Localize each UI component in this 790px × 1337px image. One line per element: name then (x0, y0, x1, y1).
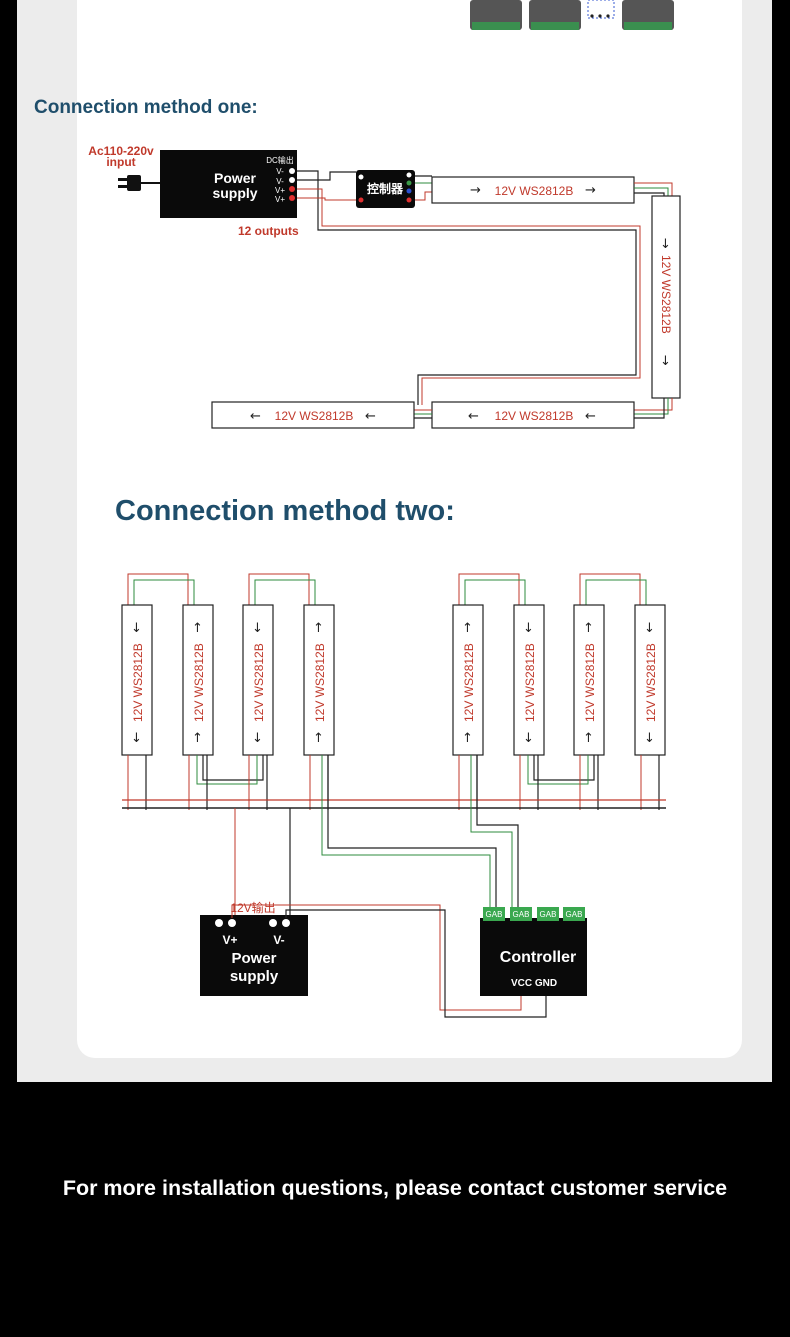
terminal-vminus: V- (273, 933, 284, 947)
svg-text:←: ← (250, 409, 261, 424)
terminal-4: V+ (275, 195, 285, 204)
svg-text:←: ← (468, 409, 479, 424)
strip-b2-label: 12V WS2812B (523, 643, 537, 722)
svg-text:supply: supply (230, 968, 279, 985)
outputs-label: 12 outputs (238, 224, 299, 238)
svg-text:supply: supply (212, 185, 257, 201)
svg-text:↓: ↓ (660, 354, 671, 369)
method-two-diagram: ↓ ↓ ↑ ↑ ↓ ↓ ↑ ↑ ↑ ↑ ↓ ↓ ↑ ↑ ↓ ↓ 12V WS2812B 12V … (121, 573, 666, 1018)
terminal-3: V+ (275, 186, 285, 195)
svg-text:↓: ↓ (131, 731, 142, 746)
led-strip-b2 (513, 604, 545, 756)
controller-label: 控制器 (367, 181, 404, 196)
strip-1-label: 12V WS2812B (495, 184, 574, 198)
controller-units-image (470, 0, 674, 30)
svg-text:←: ← (585, 409, 596, 424)
terminal-vplus: V+ (222, 933, 237, 947)
svg-text:↓: ↓ (644, 731, 655, 746)
dc-output-label: DC输出 (266, 155, 294, 165)
ac-input-label-2: input (106, 155, 135, 169)
led-strip-1 (431, 176, 635, 204)
power-supply-box (160, 150, 297, 218)
strip-4-label: 12V WS2812B (275, 409, 354, 423)
power-supply-box-2 (200, 915, 308, 996)
svg-text:↓: ↓ (523, 621, 534, 636)
terminal-2: V- (276, 177, 284, 186)
svg-text:Power: Power (231, 950, 276, 967)
svg-text:Power: Power (214, 170, 257, 186)
svg-text:↓: ↓ (252, 621, 263, 636)
svg-text:↑: ↑ (583, 731, 594, 746)
svg-text:↑: ↑ (192, 621, 203, 636)
svg-text:→: → (470, 183, 481, 198)
port-1-label: GAB (486, 910, 503, 919)
led-strip-4 (211, 401, 415, 429)
svg-text:↑: ↑ (192, 731, 203, 746)
svg-text:←: ← (365, 409, 376, 424)
port-3-label: GAB (540, 910, 557, 919)
led-strip-a4 (303, 604, 335, 756)
strip-a4-label: 12V WS2812B (313, 643, 327, 722)
strip-b1-label: 12V WS2812B (462, 643, 476, 722)
controller-pins: VCC GND (511, 978, 557, 989)
led-strip-3 (431, 401, 635, 429)
output-12v-label: 12V输出 (230, 900, 275, 915)
controller-ports (483, 907, 585, 921)
controller-label-2: Controller (500, 949, 576, 966)
svg-text:↑: ↑ (313, 731, 324, 746)
svg-text:↓: ↓ (252, 731, 263, 746)
led-strip-a1 (121, 604, 153, 756)
led-strip-b3 (573, 604, 605, 756)
svg-text:↓: ↓ (644, 621, 655, 636)
led-strip-2 (651, 195, 681, 399)
footer-note: For more installation questions, please … (62, 1176, 728, 1200)
method-one-heading: Connection method one: (34, 97, 258, 118)
port-2-label: GAB (513, 910, 530, 919)
svg-text:↑: ↑ (313, 621, 324, 636)
plug-icon (118, 175, 160, 191)
top-wires (127, 573, 647, 605)
led-strip-b4 (634, 604, 666, 756)
strip-3-label: 12V WS2812B (495, 409, 574, 423)
method-two-heading: Connection method two: (115, 495, 455, 527)
svg-text:→: → (585, 183, 596, 198)
method-one-diagram: Ac110-220v input Power supply DC输出 V- V-… (88, 144, 681, 429)
svg-text:↑: ↑ (462, 731, 473, 746)
controller-box-2 (480, 918, 587, 996)
svg-text:↓: ↓ (523, 731, 534, 746)
led-strip-group-right (452, 604, 666, 756)
led-strip-a3 (242, 604, 274, 756)
svg-text:↑: ↑ (462, 621, 473, 636)
strip-2-label: 12V WS2812B (659, 255, 673, 334)
port-4-label: GAB (566, 910, 583, 919)
strip-b3-label: 12V WS2812B (583, 643, 597, 722)
ac-input-label: Ac110-220v (88, 144, 154, 158)
svg-text:↓: ↓ (660, 237, 671, 252)
strip-a1-label: 12V WS2812B (131, 643, 145, 722)
led-strip-b1 (452, 604, 484, 756)
terminal-1: V- (276, 167, 284, 176)
svg-text:↓: ↓ (131, 621, 142, 636)
led-strip-group-left (121, 604, 335, 756)
strip-a2-label: 12V WS2812B (192, 643, 206, 722)
strip-a3-label: 12V WS2812B (252, 643, 266, 722)
controller-box (356, 170, 415, 208)
strip-b4-label: 12V WS2812B (644, 643, 658, 722)
svg-text:↑: ↑ (583, 621, 594, 636)
led-strip-a2 (182, 604, 214, 756)
